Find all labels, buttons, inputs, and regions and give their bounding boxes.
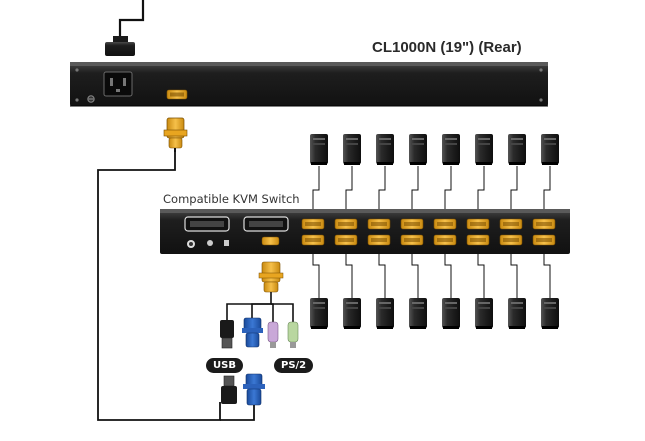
computer-tower-icon: [442, 134, 460, 165]
computer-tower-icon: [376, 134, 394, 165]
kvm-vga-port: [400, 234, 424, 246]
port-link-line: [543, 245, 551, 298]
computer-tower-icon: [475, 134, 493, 165]
kvm-vga-port: [499, 234, 523, 246]
kvm-vga-port: [532, 234, 556, 246]
computer-row-bottom: [310, 298, 559, 329]
computer-tower-icon: [541, 134, 559, 165]
port-link-line: [411, 245, 419, 298]
computer-tower-icon: [343, 134, 361, 165]
port-link-line: [543, 166, 551, 219]
kvm-vga-port: [433, 234, 457, 246]
kvm-vga-port: [466, 218, 490, 230]
kvm-switch-label: Compatible KVM Switch: [163, 192, 300, 206]
computer-tower-icon: [508, 134, 526, 165]
port-link-line: [477, 166, 485, 219]
computer-tower-icon: [541, 298, 559, 329]
port-link-line: [411, 166, 419, 219]
kvm-vga-port: [334, 234, 358, 246]
kvm-vga-port: [466, 234, 490, 246]
port-link-line: [510, 245, 518, 298]
port-link-line: [312, 245, 320, 298]
computer-tower-icon: [343, 298, 361, 329]
port-link-line: [345, 166, 353, 219]
computer-tower-icon: [310, 298, 328, 329]
power-cable: [118, 0, 145, 36]
kvm-vga-port: [433, 218, 457, 230]
kvm-port-grid: [301, 218, 556, 246]
port-link-line: [345, 245, 353, 298]
kvm-vga-port: [367, 234, 391, 246]
kvm-vga-port: [301, 218, 325, 230]
kvm-vga-port: [334, 218, 358, 230]
ground-screw-icon: [87, 95, 95, 103]
vga-blue-plug-lower-icon: [243, 373, 265, 406]
kvm-vga-port: [532, 218, 556, 230]
kvm-vga-port: [367, 218, 391, 230]
usb-plug-icon: [220, 320, 234, 349]
power-socket-icon: [103, 71, 133, 97]
port-link-line: [444, 166, 452, 219]
computer-tower-icon: [409, 298, 427, 329]
power-plug-icon: [105, 36, 135, 56]
kvm-vga-port: [400, 218, 424, 230]
computer-tower-icon: [475, 298, 493, 329]
computer-tower-icon: [442, 298, 460, 329]
port-link-line: [312, 166, 320, 219]
kvm-vga-port: [301, 234, 325, 246]
device-title: CL1000N (19") (Rear): [372, 39, 522, 56]
port-link-line: [510, 166, 518, 219]
vga-blue-plug-icon: [242, 317, 263, 348]
port-link-line: [378, 166, 386, 219]
vga-connector-icon: [163, 117, 188, 152]
port-link-lines: [312, 166, 551, 298]
cl1000n-chassis: [70, 62, 548, 107]
usb-plug-lower-icon: [221, 375, 237, 404]
computer-tower-icon: [310, 134, 328, 165]
ps2-badge: PS/2: [274, 358, 314, 373]
computer-row-top: [310, 134, 559, 165]
port-link-line: [477, 245, 485, 298]
kvm-switch: [160, 209, 570, 254]
vga-port-icon: [166, 89, 188, 100]
computer-tower-icon: [409, 134, 427, 165]
kvm-vga-port: [499, 218, 523, 230]
computer-tower-icon: [508, 298, 526, 329]
port-link-line: [444, 245, 452, 298]
vga-cable: [97, 150, 221, 421]
console-cable: [226, 261, 294, 322]
ps2-plug-icon: [267, 321, 299, 348]
usb-badge: USB: [206, 358, 243, 373]
computer-tower-icon: [376, 298, 394, 329]
port-link-line: [378, 245, 386, 298]
